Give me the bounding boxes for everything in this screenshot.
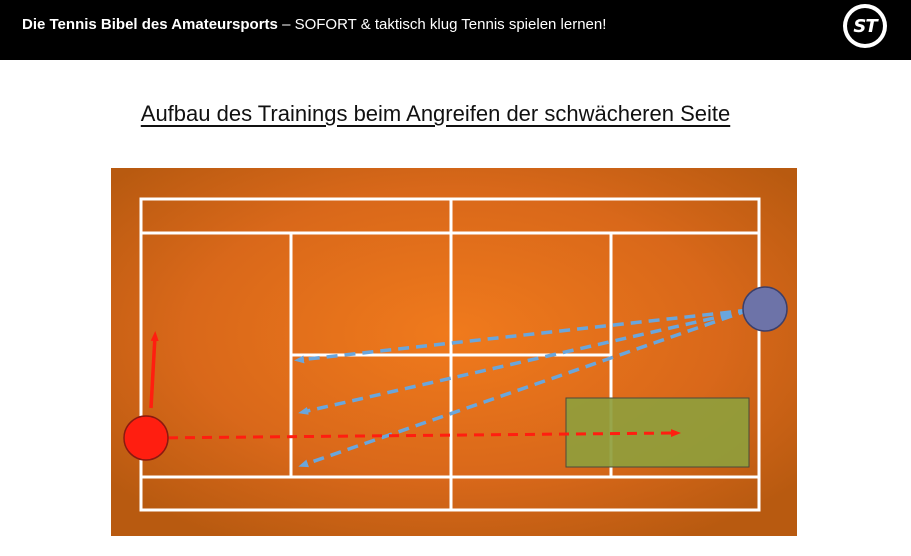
tennis-court-diagram [111, 168, 797, 536]
red-shot-path [150, 429, 681, 440]
blue-player [742, 286, 788, 332]
blue-shot-path-3 [298, 308, 750, 468]
logo-icon: ST [843, 4, 887, 48]
blue-shot-paths [294, 308, 750, 468]
page-title: Aufbau des Trainings beim Angreifen der … [140, 101, 731, 126]
blue-shot-path-1 [294, 308, 750, 364]
red-movement-arrow [149, 331, 159, 409]
header-title-bold: Die Tennis Bibel des Amateursports [22, 16, 278, 33]
blue-shot-path-2 [298, 308, 750, 415]
header-title-rest: – SOFORT & taktisch klug Tennis spielen … [277, 16, 607, 33]
logo-text: ST [847, 8, 883, 44]
header-title: Die Tennis Bibel des Amateursports – SOF… [22, 16, 606, 33]
header-bar: Die Tennis Bibel des Amateursports – SOF… [0, 0, 911, 60]
court-surface [111, 168, 797, 536]
red-player [123, 415, 169, 461]
